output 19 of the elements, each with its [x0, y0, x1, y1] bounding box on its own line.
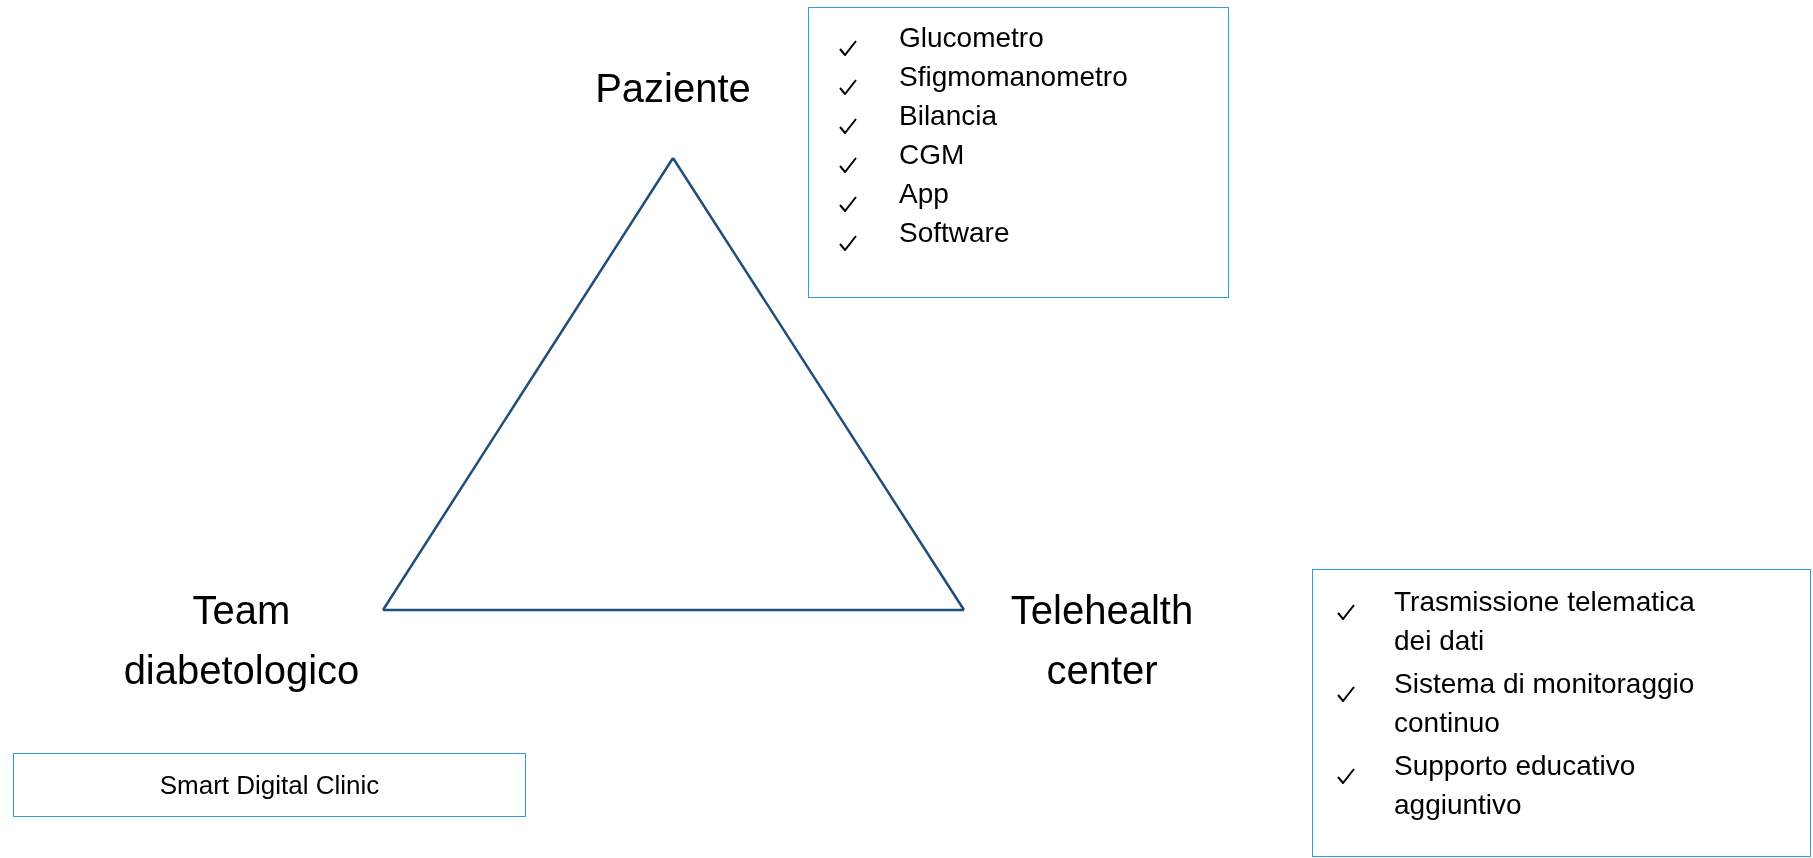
checklist-box [1312, 569, 1811, 857]
title-box [13, 753, 526, 817]
list-item-text: Bilancia [899, 99, 998, 133]
triangle-side-line [381, 157, 675, 611]
list-item-text: Sistema di monitoraggio continuo [1394, 667, 1696, 740]
list-item-text: Software [899, 216, 1010, 250]
list-item-text: Glucometro [899, 21, 1044, 55]
list-item-text: Sfigmomanometro [899, 60, 1128, 94]
triangle-side-line [383, 608, 964, 612]
triangle-side-line [671, 157, 966, 611]
list-item-text: CGM [899, 138, 965, 172]
list-item-text: Supporto educativo aggiuntivo [1394, 749, 1637, 822]
box-text: Smart Digital Clinic [159, 769, 380, 801]
node-label: Team diabetologico [122, 587, 361, 694]
list-item-text: Trasmissione telematica dei dati [1394, 585, 1696, 658]
node-label: Paziente [594, 65, 752, 112]
node-label: Telehealth center [1009, 587, 1195, 694]
checklist-box [808, 7, 1229, 298]
list-item-text: App [899, 177, 949, 211]
